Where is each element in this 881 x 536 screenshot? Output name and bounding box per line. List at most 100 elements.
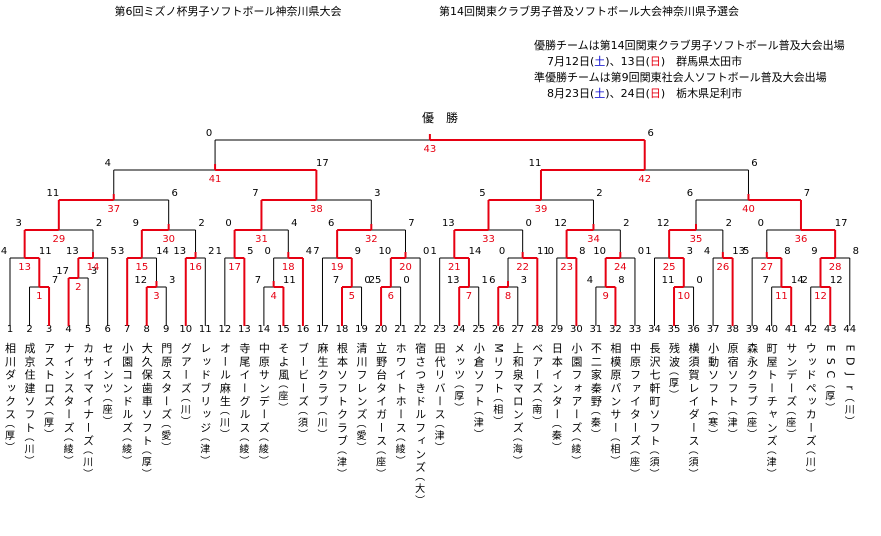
team-name-char: ソ bbox=[23, 395, 36, 406]
team-name-char: ズ bbox=[179, 382, 192, 393]
team-name-char: M bbox=[492, 343, 505, 353]
score: 13 bbox=[447, 275, 460, 286]
team-name-char: ト bbox=[336, 395, 349, 406]
team-name-char: ビ bbox=[296, 369, 309, 380]
team-name-char: ト bbox=[394, 382, 407, 393]
team-number: 3 bbox=[46, 324, 52, 335]
team-name-char: ン bbox=[101, 369, 114, 380]
team-prefecture-char: ︶ bbox=[278, 403, 288, 415]
team-name-char: ー bbox=[628, 422, 641, 433]
team-prefecture-char: ︵ bbox=[571, 432, 581, 443]
match-number: 12 bbox=[814, 291, 827, 302]
team-name-char: ス bbox=[43, 356, 56, 367]
team-name-char: 久 bbox=[140, 355, 153, 367]
score: 2 bbox=[623, 218, 629, 229]
team-name-char: ス bbox=[394, 422, 407, 433]
team-prefecture-char: ︶ bbox=[532, 416, 542, 428]
team-name-char: ツ bbox=[101, 382, 114, 393]
score: 13 bbox=[442, 218, 455, 229]
match-number: 38 bbox=[310, 204, 323, 215]
score: 7 bbox=[408, 218, 414, 229]
team-prefecture-char: ︵ bbox=[357, 419, 367, 430]
team-prefecture-char: ︶ bbox=[747, 429, 757, 441]
team-name-char: 本 bbox=[336, 354, 349, 367]
score: 11 bbox=[662, 275, 675, 286]
team-prefecture-char: ︶ bbox=[298, 429, 308, 441]
match-number: 30 bbox=[162, 234, 175, 245]
team-name-char: ア bbox=[179, 356, 192, 367]
team-prefecture-char: ︶ bbox=[513, 455, 523, 467]
team-name-char: ソ bbox=[707, 369, 720, 380]
team-prefecture-char: ︶ bbox=[259, 455, 269, 467]
info-champion-dates-part: )、13日( bbox=[605, 55, 650, 68]
team-name-char: レ bbox=[355, 382, 368, 393]
team-name-char: 動 bbox=[707, 354, 720, 367]
team-name-char: 屋 bbox=[765, 355, 778, 367]
score: 12 bbox=[554, 218, 567, 229]
team-name-char: ソ bbox=[336, 369, 349, 380]
team-name-char: ー bbox=[62, 409, 75, 420]
team-prefecture-char: ︵ bbox=[298, 406, 308, 417]
team-prefecture-char: ︵ bbox=[259, 432, 269, 443]
team-prefecture-char: 座 bbox=[786, 416, 796, 429]
info-champion-dates-part: 7月12日( bbox=[547, 55, 594, 68]
team-name-char: C bbox=[824, 371, 837, 379]
team-name-char: ル bbox=[414, 409, 427, 420]
team-prefecture-char: 須 bbox=[298, 417, 308, 429]
team-name-char: ト bbox=[140, 435, 153, 446]
team-name-char: 生 bbox=[218, 394, 231, 406]
team-name-char: ド bbox=[804, 369, 817, 380]
team-prefecture-char: 相 bbox=[610, 442, 620, 455]
team-name-char: ホ bbox=[394, 342, 407, 353]
team-name-char: マ bbox=[511, 382, 524, 393]
team-name-char: イ bbox=[62, 356, 75, 367]
match-number: 14 bbox=[87, 262, 100, 273]
team-prefecture-char: 津 bbox=[435, 430, 445, 442]
team-prefecture-char: 座 bbox=[376, 456, 386, 469]
team-name-char: 根 bbox=[336, 341, 349, 354]
team-prefecture-char: ︵ bbox=[689, 446, 699, 457]
title-right: 第14回関東クラブ男子普及ソフトボール大会神奈川県予選会 bbox=[439, 4, 739, 18]
team-name-char: デ bbox=[257, 394, 270, 406]
team-name-char: ォ bbox=[570, 382, 583, 393]
info-runnerup-dates-part: 土 bbox=[594, 87, 605, 100]
team-name-char: ズ bbox=[511, 421, 524, 432]
team-name-char: フ bbox=[472, 382, 485, 393]
score: 0 bbox=[525, 218, 531, 229]
team-number: 7 bbox=[124, 324, 130, 335]
team-name-char: 日 bbox=[550, 343, 563, 354]
score: 0 bbox=[638, 246, 644, 257]
team-name-char: ス bbox=[160, 369, 173, 380]
team-name-char: イ bbox=[375, 395, 388, 406]
team-name-char: ズ bbox=[531, 382, 544, 393]
team-prefecture-char: ︶ bbox=[591, 429, 601, 441]
team-name-char: 大 bbox=[140, 341, 153, 353]
team-name-char: 七 bbox=[648, 369, 661, 380]
team-number: 17 bbox=[316, 324, 329, 335]
team-prefecture-char: ︵ bbox=[610, 432, 620, 443]
team-prefecture-char: ︶ bbox=[474, 429, 484, 441]
score: 25 bbox=[369, 275, 382, 286]
score: 0 bbox=[206, 128, 212, 139]
team-name-char: イ bbox=[628, 395, 641, 406]
team-name-char: ル bbox=[121, 409, 134, 420]
team-name-char: ス bbox=[4, 409, 17, 420]
team-prefecture-char: ︶ bbox=[376, 469, 386, 481]
team-name-char: ク bbox=[316, 369, 329, 380]
score: 6 bbox=[687, 188, 693, 199]
team-prefecture-char: 相 bbox=[493, 403, 503, 416]
champion-label: 優 勝 bbox=[422, 110, 458, 125]
match-number: 5 bbox=[349, 291, 355, 302]
score: 3 bbox=[687, 246, 693, 257]
score: 4 bbox=[306, 246, 312, 257]
team-name-char: 町 bbox=[765, 343, 778, 354]
team-prefecture-char: 南 bbox=[532, 403, 542, 416]
team-name-char: タ bbox=[375, 382, 388, 393]
team-number: 20 bbox=[375, 324, 388, 335]
team-name-char: ラ bbox=[316, 382, 329, 393]
team-prefecture-char: 厚 bbox=[825, 391, 835, 403]
team-name-char: 代 bbox=[433, 355, 446, 367]
team-name-char: 野 bbox=[589, 395, 602, 406]
team-prefecture-char: ︶ bbox=[122, 455, 132, 467]
team-name-char: ッ bbox=[4, 382, 17, 393]
